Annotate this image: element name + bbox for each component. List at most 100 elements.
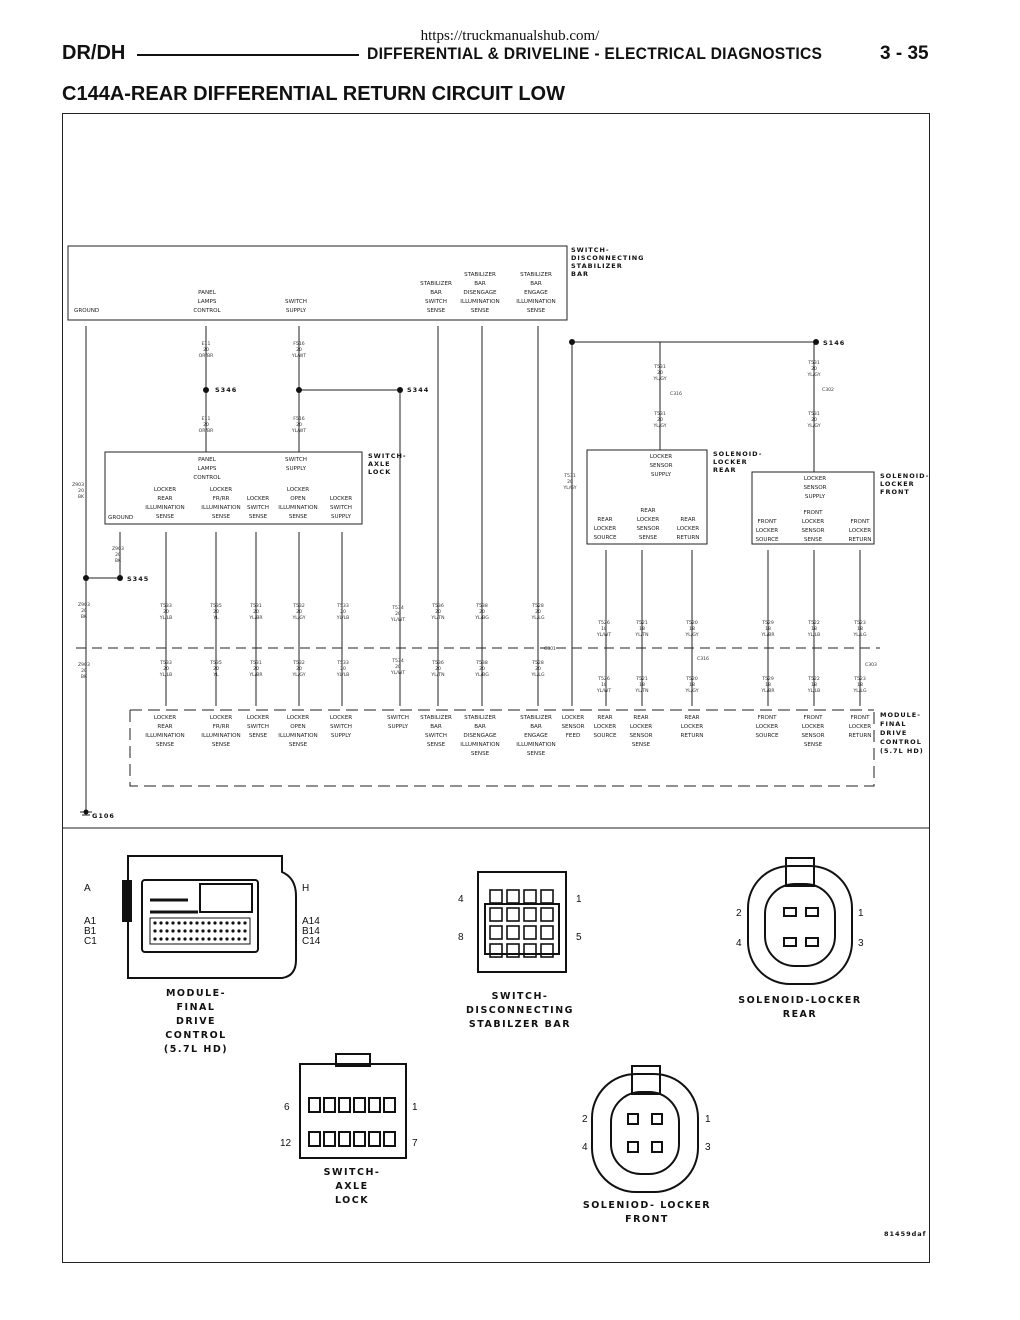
axle-lock-cavity xyxy=(338,1131,351,1147)
solenoid-rear-pin-1 xyxy=(805,907,819,917)
module-pin xyxy=(177,937,181,941)
module-pin xyxy=(207,937,211,941)
solfront-pin-4: 4 xyxy=(582,1142,588,1153)
stab-pin-5: 5 xyxy=(576,932,582,943)
ground-g106: G106 xyxy=(92,812,115,820)
page-number: 3 - 35 xyxy=(880,43,929,64)
stab-pin-4: 4 xyxy=(458,894,464,905)
module-pin xyxy=(177,929,181,933)
module-pin xyxy=(189,921,193,925)
module-pin-h: H xyxy=(302,883,309,894)
module-pin xyxy=(243,929,247,933)
solenoid-rear-pin-3 xyxy=(805,937,819,947)
solenoid-front-pin-1 xyxy=(651,1113,663,1125)
axle-lock-cavity xyxy=(368,1097,381,1113)
module-pin xyxy=(159,937,163,941)
module-pin xyxy=(165,929,169,933)
module-pin xyxy=(159,921,163,925)
solenoid-front-latch xyxy=(631,1065,661,1095)
solrear-pin-4: 4 xyxy=(736,938,742,949)
splice-s346: S346 xyxy=(215,386,237,394)
stab-pin-1: 1 xyxy=(576,894,582,905)
module-pin xyxy=(189,929,193,933)
axle-pin-7: 7 xyxy=(412,1138,418,1149)
stabilizer-connector-shell xyxy=(477,871,567,973)
axle-lock-switch-box xyxy=(104,451,363,525)
stabilizer-cavity xyxy=(489,907,503,922)
splice-s146-dot xyxy=(813,339,819,345)
module-pin xyxy=(207,921,211,925)
axle-lock-latch xyxy=(335,1053,371,1067)
splice-s346b-dot xyxy=(296,387,302,393)
axle-pin-12: 12 xyxy=(280,1138,292,1149)
source-url[interactable]: https://truckmanualshub.com/ xyxy=(420,28,600,44)
solrear-pin-1: 1 xyxy=(858,908,864,919)
module-pin xyxy=(237,929,241,933)
solrear-pin-3: 3 xyxy=(858,938,864,949)
stabilizer-cavity xyxy=(523,889,537,904)
solenoid-front-face xyxy=(610,1091,680,1175)
connector-c316: C316 xyxy=(670,391,682,397)
module-pin xyxy=(171,929,175,933)
stabilizer-switch-box xyxy=(67,245,568,321)
stabilizer-cavity xyxy=(506,889,520,904)
module-pin xyxy=(165,921,169,925)
solenoid-front-box xyxy=(751,471,875,545)
solenoid-rear-pin-2 xyxy=(783,907,797,917)
module-pin xyxy=(237,921,241,925)
module-pin-a: A xyxy=(84,883,91,894)
splice-s345b-dot xyxy=(117,575,123,581)
module-pin xyxy=(201,921,205,925)
module-pin xyxy=(219,937,223,941)
solenoid-rear-face xyxy=(764,883,836,967)
stabilizer-cavity xyxy=(489,943,503,958)
axle-lock-cavity xyxy=(308,1131,321,1147)
solenoid-rear-box xyxy=(586,449,708,545)
axle-lock-cavity xyxy=(323,1131,336,1147)
stabilizer-cavity xyxy=(489,925,503,940)
solfront-pin-1: 1 xyxy=(705,1114,711,1125)
